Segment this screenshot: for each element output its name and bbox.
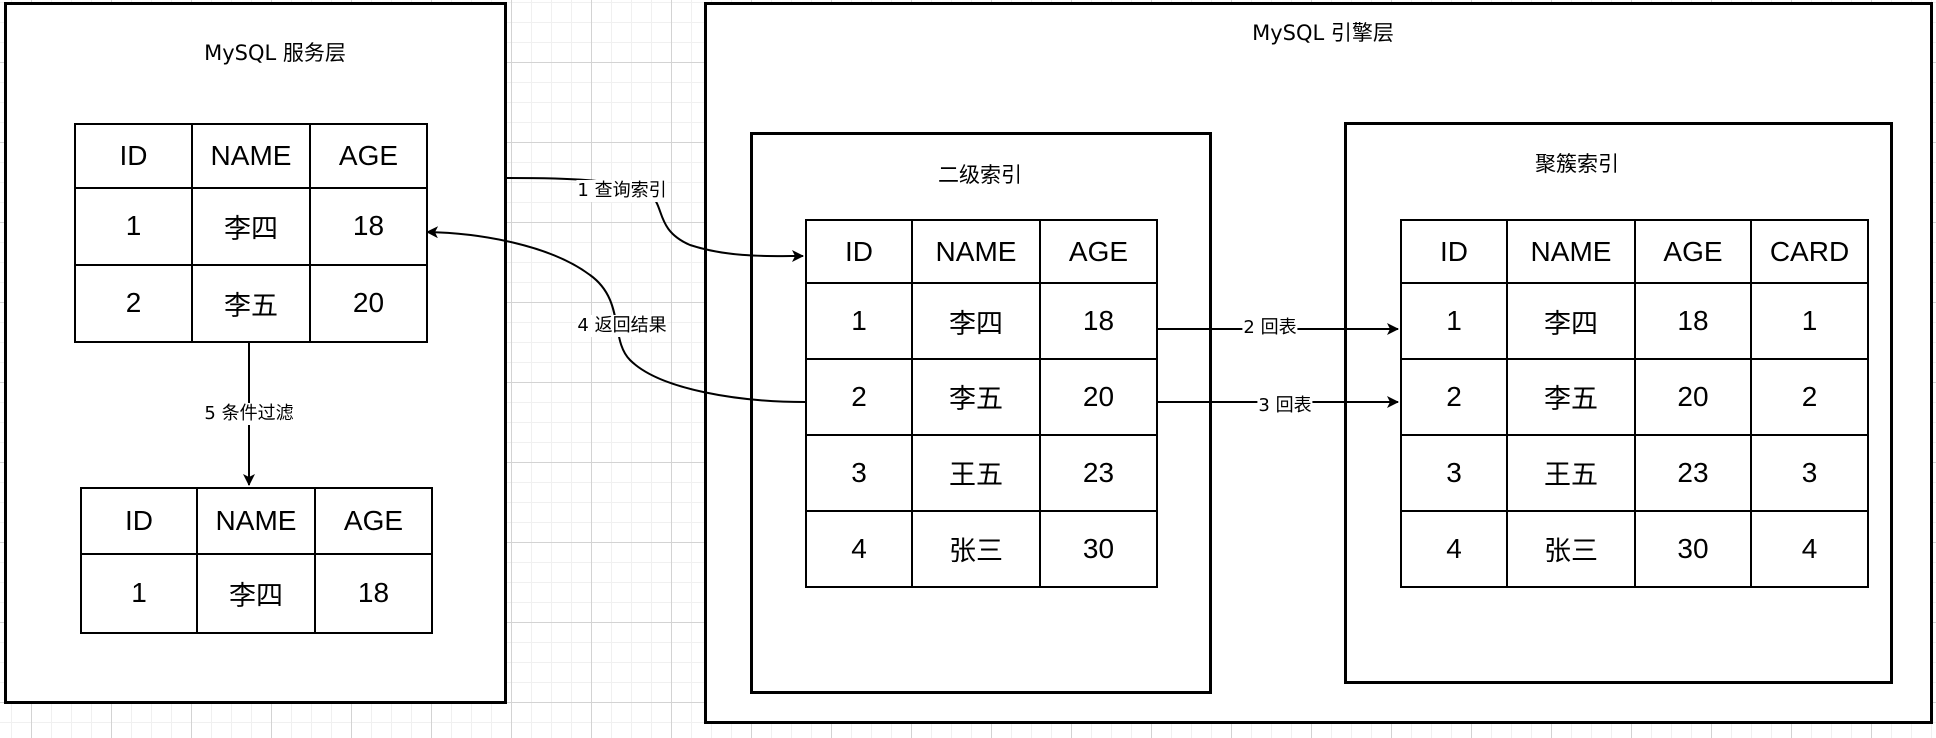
- header-cell: AGE: [309, 123, 428, 189]
- server-result-table[interactable]: ID NAME AGE 1 李四 18 2 李五 20: [74, 123, 428, 344]
- table-row: 2 李五 20 2: [1400, 358, 1869, 436]
- header-cell: CARD: [1750, 218, 1869, 285]
- table-cell: 1: [1400, 282, 1508, 360]
- table-header-row: ID NAME AGE: [80, 487, 433, 555]
- table-cell: 1: [1750, 282, 1869, 360]
- table-cell: 张三: [911, 509, 1041, 589]
- table-cell: 23: [1634, 433, 1752, 512]
- table-cell: 李四: [911, 282, 1041, 360]
- edge-label-return-result: 4 返回结果: [576, 315, 668, 337]
- table-row: 3 王五 23 3: [1400, 433, 1869, 512]
- table-cell: 23: [1039, 433, 1158, 512]
- table-cell: 2: [1400, 358, 1508, 436]
- edge-label-query-index: 1 查询索引: [576, 180, 668, 202]
- table-cell: 18: [1634, 282, 1752, 360]
- table-cell: 3: [1400, 433, 1508, 512]
- table-cell: 18: [314, 552, 433, 635]
- header-cell: ID: [805, 218, 913, 285]
- table-header-row: ID NAME AGE: [74, 123, 428, 189]
- table-row: 1 李四 18: [80, 552, 433, 635]
- clustered-index-table[interactable]: ID NAME AGE CARD 1 李四 18 1 2 李五 20 2 3 王…: [1400, 218, 1869, 589]
- table-header-row: ID NAME AGE CARD: [1400, 218, 1869, 285]
- table-row: 4 张三 30: [805, 509, 1158, 589]
- table-cell: 李五: [191, 263, 311, 344]
- clustered-index-title: 聚簇索引: [1535, 152, 1619, 176]
- table-cell: 18: [309, 186, 428, 266]
- table-row: 1 李四 18: [74, 186, 428, 266]
- edge-label-lookup-1: 2 回表: [1242, 317, 1298, 339]
- header-cell: NAME: [191, 123, 311, 189]
- table-cell: 3: [1750, 433, 1869, 512]
- table-cell: 李五: [1506, 358, 1636, 436]
- header-cell: AGE: [314, 487, 433, 555]
- table-cell: 李四: [191, 186, 311, 266]
- table-row: 3 王五 23: [805, 433, 1158, 512]
- table-cell: 18: [1039, 282, 1158, 360]
- table-cell: 2: [74, 263, 193, 344]
- header-cell: AGE: [1634, 218, 1752, 285]
- table-cell: 20: [309, 263, 428, 344]
- table-cell: 1: [74, 186, 193, 266]
- table-cell: 3: [805, 433, 913, 512]
- table-cell: 20: [1634, 358, 1752, 436]
- header-cell: NAME: [911, 218, 1041, 285]
- table-cell: 王五: [911, 433, 1041, 512]
- edge-label-filter: 5 条件过滤: [203, 403, 295, 425]
- table-cell: 张三: [1506, 509, 1636, 589]
- header-cell: ID: [74, 123, 193, 189]
- header-cell: ID: [80, 487, 198, 555]
- table-cell: 30: [1039, 509, 1158, 589]
- table-cell: 2: [805, 358, 913, 436]
- table-row: 4 张三 30 4: [1400, 509, 1869, 589]
- server-layer-title: MySQL 服务层: [204, 41, 346, 65]
- table-row: 1 李四 18: [805, 282, 1158, 360]
- table-cell: 4: [1750, 509, 1869, 589]
- table-cell: 李四: [1506, 282, 1636, 360]
- secondary-index-table[interactable]: ID NAME AGE 1 李四 18 2 李五 20 3 王五 23 4 张三…: [805, 218, 1158, 589]
- table-cell: 4: [1400, 509, 1508, 589]
- table-cell: 2: [1750, 358, 1869, 436]
- secondary-index-title: 二级索引: [938, 163, 1022, 187]
- table-cell: 20: [1039, 358, 1158, 436]
- header-cell: NAME: [1506, 218, 1636, 285]
- table-cell: 1: [805, 282, 913, 360]
- engine-layer-title: MySQL 引擎层: [1252, 21, 1394, 45]
- table-row: 1 李四 18 1: [1400, 282, 1869, 360]
- table-cell: 30: [1634, 509, 1752, 589]
- table-cell: 4: [805, 509, 913, 589]
- table-cell: 李五: [911, 358, 1041, 436]
- header-cell: AGE: [1039, 218, 1158, 285]
- table-row: 2 李五 20: [805, 358, 1158, 436]
- table-cell: 李四: [196, 552, 316, 635]
- header-cell: ID: [1400, 218, 1508, 285]
- table-header-row: ID NAME AGE: [805, 218, 1158, 285]
- edge-label-lookup-2: 3 回表: [1257, 395, 1313, 417]
- header-cell: NAME: [196, 487, 316, 555]
- server-filtered-table[interactable]: ID NAME AGE 1 李四 18: [80, 487, 433, 635]
- table-row: 2 李五 20: [74, 263, 428, 344]
- table-cell: 1: [80, 552, 198, 635]
- table-cell: 王五: [1506, 433, 1636, 512]
